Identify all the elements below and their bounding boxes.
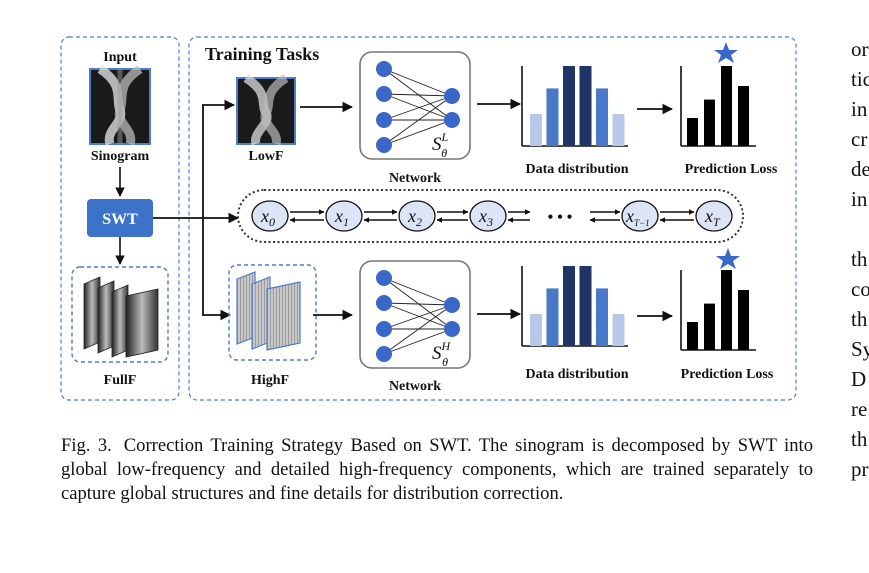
lowf-image [236,74,296,146]
chain-node-1 [325,200,363,232]
network-label-top: Network [389,171,441,186]
chain-node-label-3: x3 [478,206,493,229]
network-top [359,51,471,160]
loss-bar-bottom-0 [687,322,698,350]
highf-stack [228,264,317,361]
chain-node-label-5: xT [704,206,721,229]
loss-bar-bottom-3 [738,290,749,350]
caption-text: Correction Training Strategy Based on SW… [61,435,813,504]
adjacent-text-line-b-2: th [851,307,868,331]
adjacent-text-line-b-3: Sy [851,337,869,361]
chain-node-label-1: x1 [334,206,349,229]
adjacent-text-line-b-7: pr [851,457,869,481]
adjacent-text-line-a-2: in [851,97,868,121]
chain-node-label-0: x0 [260,206,275,229]
input-label: Input [103,50,137,65]
adjacent-column-paragraph-1: or tic in cr de in [851,34,869,214]
network-label-bottom: Network [389,379,441,394]
chain-node-0 [251,200,289,232]
loss-bar-top-0 [687,118,698,146]
star-icon-bottom [716,248,740,269]
distribution-bar-top-4 [596,88,608,146]
loss-bar-bottom-1 [704,303,715,350]
chain-node-label-4: xT−1 [625,206,650,228]
adjacent-text-line-b-1: co [851,277,869,301]
prediction-loss-chart-top [680,66,756,147]
prediction-loss-label-top: Prediction Loss [685,162,778,177]
adjacent-text-line-a-3: cr [851,127,868,151]
distribution-bar-bottom-4 [596,288,608,346]
distribution-bar-bottom-0 [530,314,542,346]
sinogram-label: Sinogram [91,149,150,164]
distribution-bar-bottom-5 [612,314,625,346]
adjacent-text-line-b-5: re [851,397,868,421]
diffusion-chain: x0 x1 x2 x3 xT−1 xT • • • [251,200,733,232]
data-distribution-label-bottom: Data distribution [525,367,628,382]
chain-node-2 [398,200,436,232]
distribution-bar-bottom-3 [579,266,592,346]
data-distribution-chart-top [521,66,628,147]
star-icon-top [714,42,738,63]
caption-label: Fig. 3. [61,435,112,456]
distribution-bar-top-2 [563,66,575,146]
adjacent-text-line-a-5: in [851,187,868,211]
swt-label: SWT [102,211,138,228]
loss-bar-bottom-2 [721,270,732,350]
chain-node-4 [621,200,659,232]
chain-node-3 [469,200,507,232]
network-bottom [359,260,471,369]
distribution-bar-bottom-1 [546,288,559,346]
data-distribution-label-top: Data distribution [525,162,628,177]
prediction-loss-label-bottom: Prediction Loss [681,367,774,382]
diffusion-chain-capsule [237,189,744,243]
distribution-bar-top-5 [612,114,625,146]
distribution-bar-top-1 [546,88,559,146]
fullf-stack [71,266,169,363]
loss-bar-top-3 [738,86,749,146]
figure-caption: Fig. 3.Correction Training Strategy Base… [61,434,813,506]
distribution-bar-top-3 [579,66,592,146]
chain-ellipsis: • • • [548,209,573,226]
lowf-label: LowF [249,149,284,164]
adjacent-text-line-a-4: de [851,157,869,181]
training-tasks-title: Training Tasks [205,44,319,64]
swt-box [87,199,153,237]
sinogram-image [89,65,151,146]
distribution-bar-top-0 [530,114,542,146]
highf-label: HighF [251,373,289,388]
distribution-bar-bottom-2 [563,266,575,346]
chain-node-label-2: x2 [407,206,422,229]
adjacent-text-line-a-0: or [851,37,869,61]
adjacent-text-line-b-0: th [851,247,868,271]
adjacent-text-line-a-1: tic [851,67,869,91]
data-distribution-chart-bottom [521,266,628,347]
loss-bar-top-2 [721,66,732,146]
fullf-label: FullF [104,373,137,388]
adjacent-text-line-b-4: D [851,367,867,391]
adjacent-text-line-b-6: th [851,427,868,451]
loss-bar-top-1 [704,99,715,146]
chain-node-5 [695,200,733,232]
prediction-loss-chart-bottom [680,270,756,351]
